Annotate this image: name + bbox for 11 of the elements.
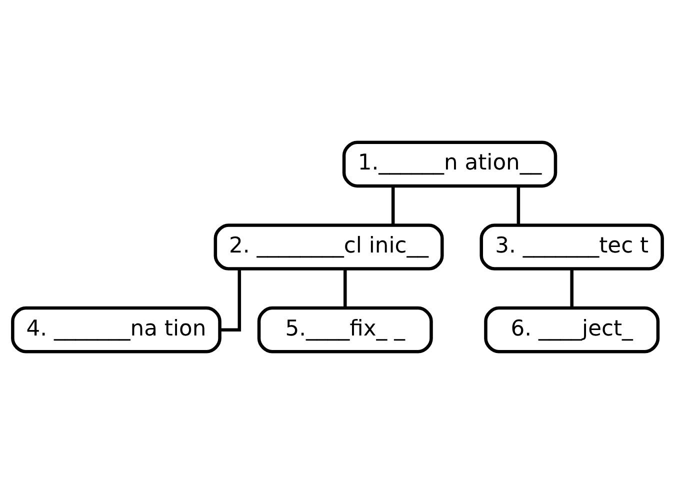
connector [220,268,242,331]
connector [570,268,574,308]
connector [344,268,347,308]
node-box: 6. ____ject_ [484,306,660,353]
node-box: 1.______n ation__ [342,140,558,188]
node-box: 3. _______tec t [480,223,664,270]
connector [516,186,520,225]
node-box: 4. _______na tion [11,306,222,353]
connector [391,186,395,225]
node-box: 5.____fix_ _ [257,306,433,353]
node-box: 2. ________cl inic__ [214,223,444,270]
